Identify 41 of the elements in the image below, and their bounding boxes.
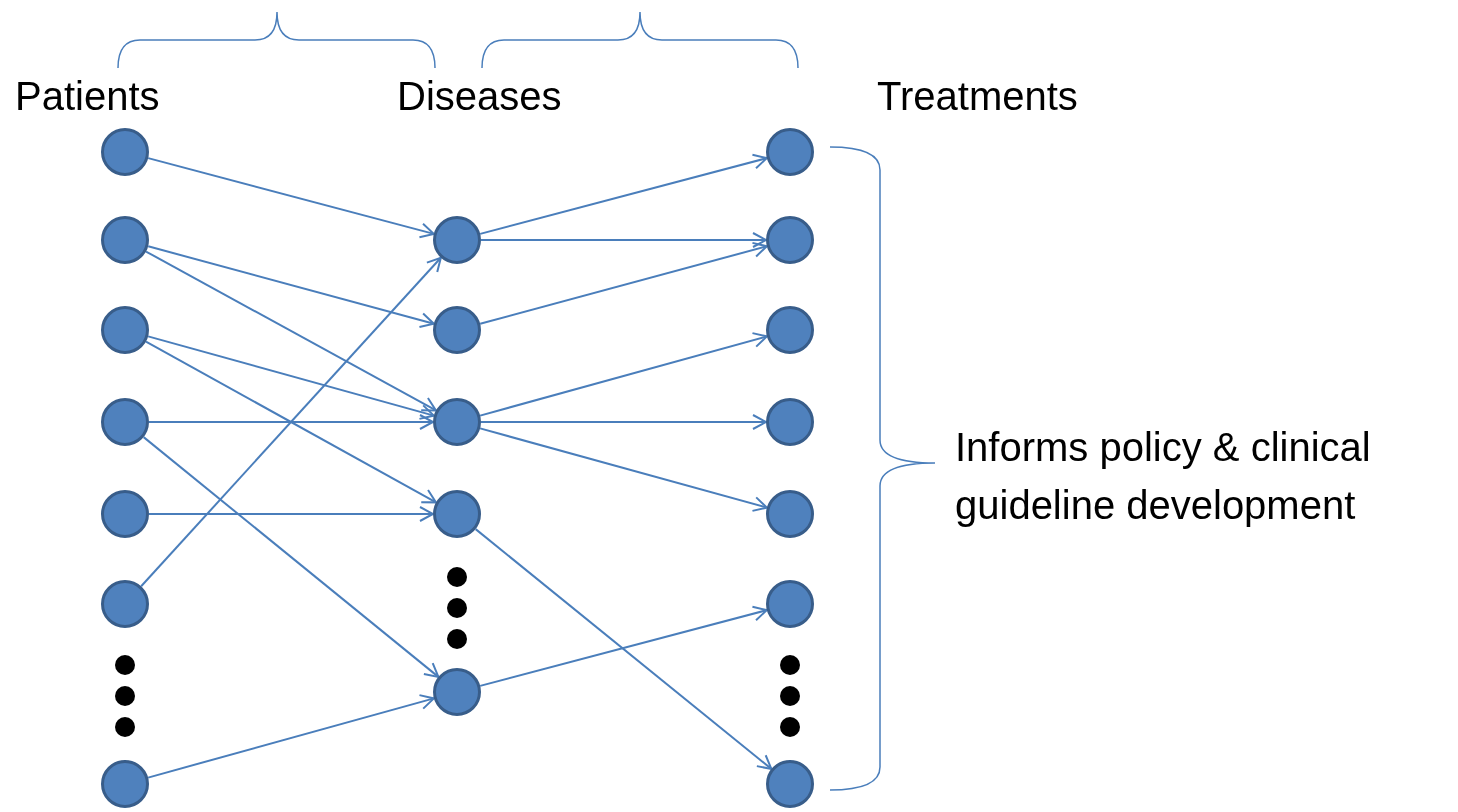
arrow [479,427,768,512]
arrow [479,153,768,235]
column-heading: Diseases [397,73,562,120]
circle-node [766,128,814,176]
arrow [479,605,768,687]
annotation-text: Informs policy & clinical guideline development [955,424,1372,529]
arrow [147,157,435,239]
arrow [480,414,767,430]
arrow [148,506,434,522]
column-heading: Treatments [877,73,1078,120]
circle-node [433,668,481,716]
circle-node [433,398,481,446]
circle-node [101,398,149,446]
circle-node [101,128,149,176]
column-heading: Patients [15,73,160,120]
circle-node [101,216,149,264]
circle-node [433,216,481,264]
arrow [140,256,442,588]
circle-node [101,580,149,628]
arrow [479,332,768,417]
circle-node [433,490,481,538]
circle-node [766,216,814,264]
arrow [147,694,435,779]
arrow [147,335,435,420]
circle-node [766,398,814,446]
circle-node [766,760,814,808]
circle-node [766,490,814,538]
circle-node [766,580,814,628]
circle-node [101,490,149,538]
arrow [479,241,768,325]
circle-node [433,306,481,354]
arrow [145,340,437,504]
arrow [480,232,767,248]
circle-node [101,760,149,808]
arrow [148,414,434,430]
arrow [145,250,437,412]
arrow [474,528,773,770]
circle-node [766,306,814,354]
arrow [147,245,435,329]
circle-node [101,306,149,354]
arrow [142,436,440,678]
